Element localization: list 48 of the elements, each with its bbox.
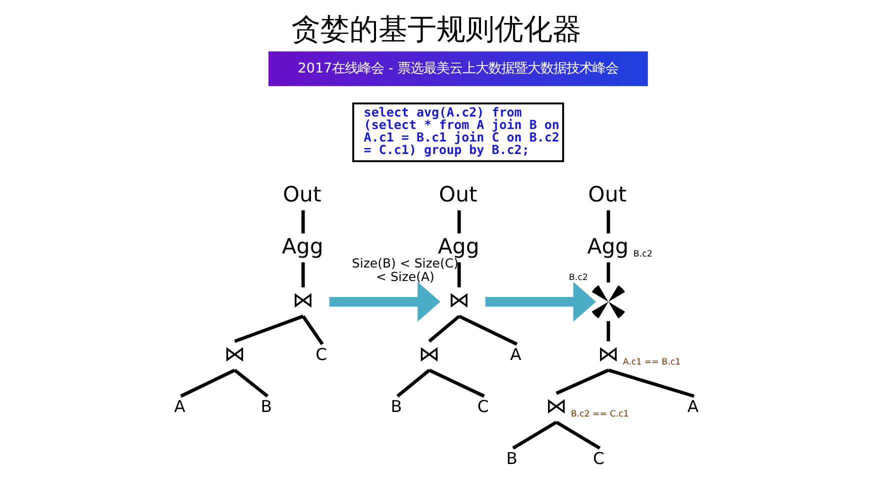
node-label: B.c2 xyxy=(632,250,652,260)
arrow xyxy=(484,282,596,322)
node-text: C xyxy=(476,397,488,416)
connector xyxy=(456,262,460,288)
connector xyxy=(607,368,694,398)
connector xyxy=(300,262,304,288)
node-text: Agg xyxy=(437,233,479,258)
node-text: B xyxy=(260,397,272,416)
connector xyxy=(512,420,557,450)
node-text: ⋈ xyxy=(418,341,440,366)
connector xyxy=(555,368,609,395)
connector xyxy=(428,368,484,398)
node-text: ⋈ xyxy=(224,341,245,366)
connector xyxy=(456,210,460,234)
node-text: C xyxy=(315,345,327,364)
node-label: B.c2 == C.c1 xyxy=(570,410,628,420)
node-text: A xyxy=(686,397,698,416)
node-text: Out xyxy=(438,181,477,206)
node-label: B.c2 xyxy=(568,272,588,283)
node-text: Agg xyxy=(586,233,628,258)
connector xyxy=(233,368,268,398)
connector xyxy=(606,210,610,234)
node-text: B xyxy=(390,397,402,416)
node-text: Agg xyxy=(281,233,323,258)
node-label: A.c1 == B.c1 xyxy=(622,358,680,368)
connector xyxy=(606,321,610,342)
node-text: ⋈ xyxy=(448,287,470,312)
connector xyxy=(606,262,610,282)
connector xyxy=(428,314,460,343)
label: 2017在线峰会 - 票选最美云上大数据暨大数据技术峰会 xyxy=(297,60,618,76)
node-text: A xyxy=(510,345,521,364)
connector xyxy=(300,210,304,234)
connector xyxy=(180,368,235,398)
connector xyxy=(396,368,430,398)
node-text: A xyxy=(174,397,185,416)
node-box: select avg(A.c2) from (select * from A join B on A.c1 = B.c1 join C on B.c2 = C.c1) group by B.c2; xyxy=(352,102,564,162)
node-text: ⋈ xyxy=(545,393,566,418)
node-text: ⋈ xyxy=(597,341,618,366)
connector xyxy=(555,420,600,450)
node-text: Out xyxy=(588,181,626,206)
node-text: B xyxy=(506,449,518,468)
node-text: Out xyxy=(282,181,321,206)
node-text: ⋈ xyxy=(292,287,314,312)
connector xyxy=(234,314,304,343)
connector xyxy=(301,315,324,346)
diagram-title: 贪婪的基于规则优化器 xyxy=(291,12,581,46)
connector xyxy=(458,314,518,346)
node-text: C xyxy=(592,449,604,468)
